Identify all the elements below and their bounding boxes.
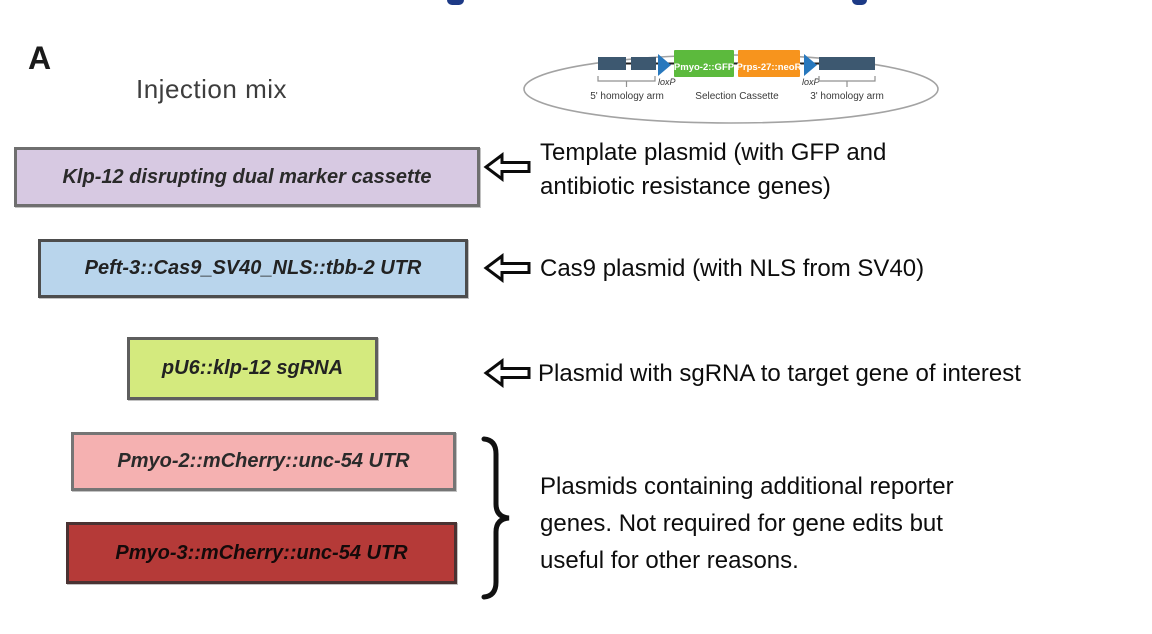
cropped-title-descender-mark [447,0,464,5]
five-prime-arm-exon-1 [598,57,626,70]
three-prime-arm-box [819,57,875,70]
neor-cassette-box [738,50,800,77]
cas9-plasmid-annotation: Cas9 plasmid (with NLS from SV40) [540,255,925,282]
sgrna-plasmid-box-label: pU6::klp-12 sgRNA [161,357,344,379]
sgrna-plasmid-annotation: Plasmid with sgRNA to target gene of int… [538,360,1021,387]
template-plasmid-annotation: Template plasmid (with GFP and antibioti… [540,139,887,200]
neor-cassette-label: Prps-27::neoR [737,62,802,73]
loxp-right-label: loxP [802,77,820,87]
left-arrow-icon [483,358,531,388]
three-prime-arm-bracket [818,76,876,87]
left-arrow-icon [483,152,531,182]
five-prime-arm-bracket [597,76,656,87]
cas9-plasmid-box: Peft-3::Cas9_SV40_NLS::tbb-2 UTR [38,239,468,298]
reporter-plasmids-annotation: Plasmids containing additional reporter … [540,473,954,574]
reporter-group-brace [481,436,510,600]
myo3-mcherry-reporter-box-label: Pmyo-3::mCherry::unc-54 UTR [115,541,408,564]
loxp-left-label: loxP [658,77,676,87]
template-cassette-box-label: Klp-12 disrupting dual marker cassette [62,165,432,188]
cropped-title-descender-mark [852,0,867,5]
myo3-mcherry-reporter-box: Pmyo-3::mCherry::unc-54 UTR [66,522,457,584]
gfp-cassette-box [674,50,734,77]
five-prime-arm-exon-2 [631,57,656,70]
template-cassette-box: Klp-12 disrupting dual marker cassette [14,147,480,207]
selection-cassette-label: Selection Cassette [695,91,779,102]
myo2-mcherry-reporter-box-label: Pmyo-2::mCherry::unc-54 UTR [117,450,410,472]
five-prime-arm-label: 5' homology arm [590,91,664,102]
panel-letter: A [28,40,52,76]
gfp-cassette-label: Pmyo-2::GFP [674,62,735,73]
injection-mix-heading: Injection mix [136,74,287,104]
loxp-left-icon [658,54,671,76]
left-arrow-icon [483,253,531,283]
cas9-plasmid-box-label: Peft-3::Cas9_SV40_NLS::tbb-2 UTR [84,257,422,279]
loxp-right-icon [804,54,817,76]
sgrna-plasmid-box: pU6::klp-12 sgRNA [127,337,378,400]
template-plasmid-map: loxP Pmyo-2::GFP Prps-27::neoR loxP 5' h… [523,50,939,124]
three-prime-arm-label: 3' homology arm [810,91,884,102]
myo2-mcherry-reporter-box: Pmyo-2::mCherry::unc-54 UTR [71,432,456,491]
